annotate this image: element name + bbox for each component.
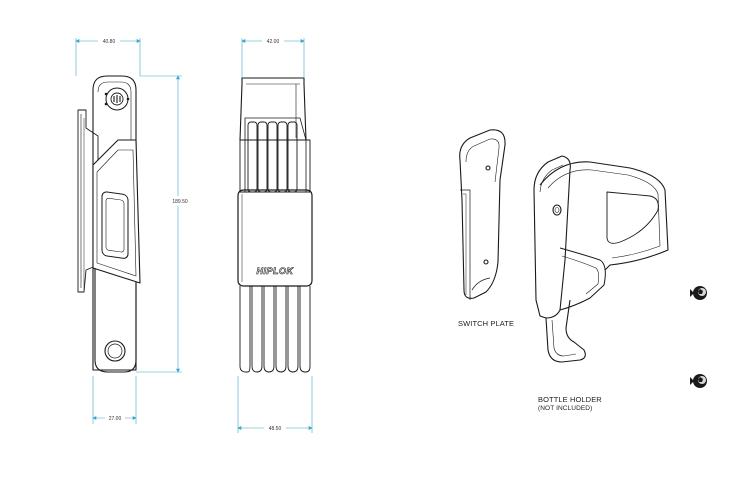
dim-bottom-right: 48.50	[269, 426, 282, 432]
switch-plate-drawing	[459, 129, 506, 300]
lock-cylinder-icon	[104, 87, 130, 111]
side-view	[77, 75, 141, 373]
dim-top-right: 42.00	[267, 39, 280, 45]
dim-top-left: 40.80	[103, 39, 116, 45]
screw-icon	[690, 374, 707, 388]
front-view-dimensions	[237, 38, 313, 433]
dim-height-left: 189.50	[172, 199, 188, 205]
bottle-holder-label: BOTTLE HOLDER	[538, 395, 602, 404]
bottle-holder-drawing	[533, 155, 669, 363]
not-included-label: (NOT INCLUDED)	[538, 405, 593, 412]
dim-bottom-left: 27.00	[109, 416, 122, 422]
brand-logo: HIPLOK	[256, 266, 294, 276]
front-view	[237, 77, 313, 373]
side-view-dimensions	[75, 38, 182, 424]
screw-icon	[690, 286, 707, 300]
switch-plate-label: SWITCH PLATE	[458, 319, 515, 328]
